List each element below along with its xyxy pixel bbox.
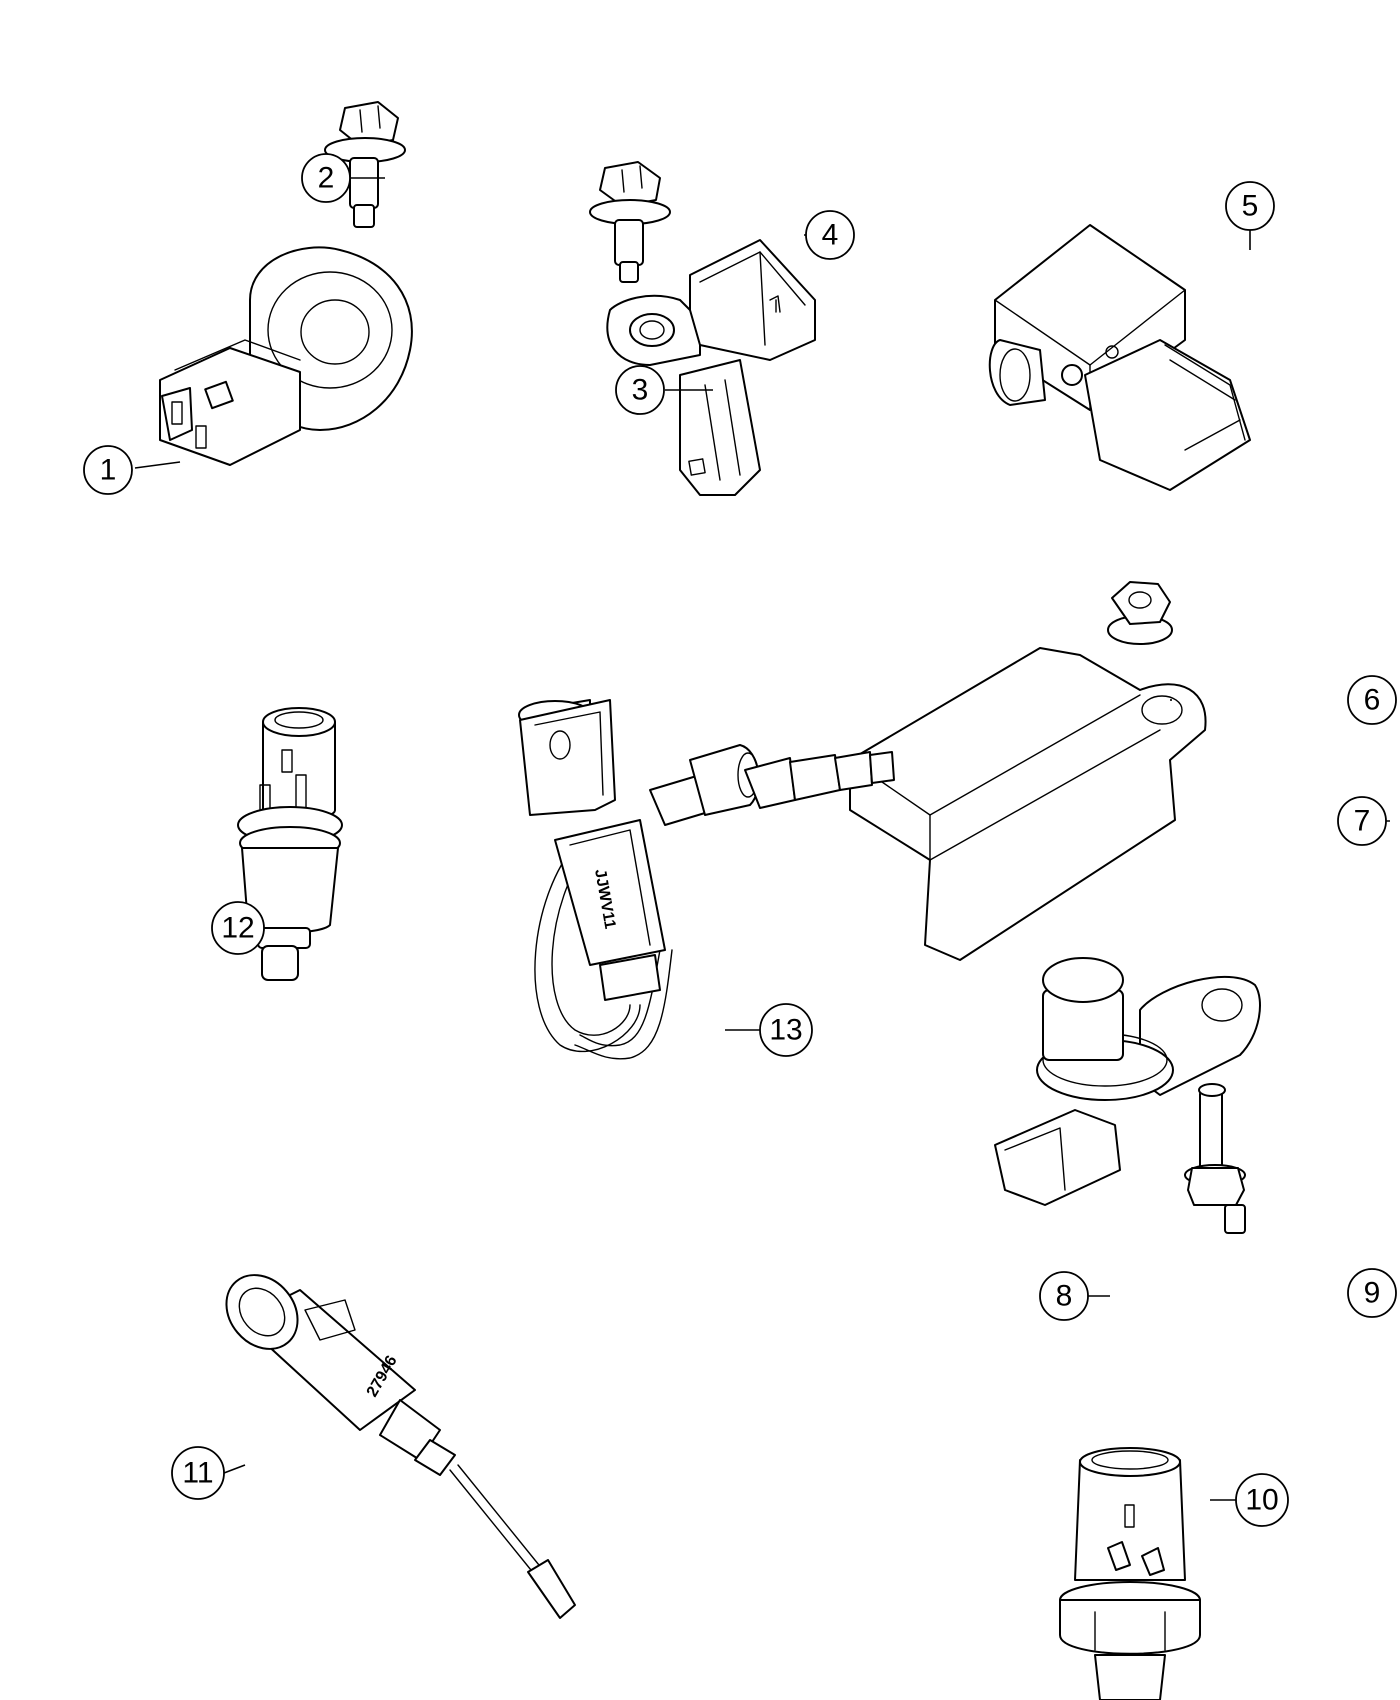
callout-2-label: 2 <box>318 162 335 195</box>
callout-5: 5 <box>1225 181 1275 231</box>
callout-3-label: 3 <box>632 374 649 407</box>
callout-11-label: 11 <box>182 1457 213 1490</box>
callout-9-label: 9 <box>1364 1277 1381 1310</box>
callout-3: 3 <box>615 365 665 415</box>
part-8-cam-sensor <box>994 957 1261 1206</box>
part-3-crank-sensor <box>606 239 816 496</box>
callout-4: 4 <box>805 210 855 260</box>
callout-12-label: 12 <box>221 912 254 945</box>
callout-11: 11 <box>171 1446 225 1500</box>
callout-7-label: 7 <box>1354 805 1371 838</box>
callout-9: 9 <box>1347 1268 1397 1318</box>
callout-13: 13 <box>759 1003 813 1057</box>
callout-6: 6 <box>1347 675 1397 725</box>
part-9-bolt <box>1184 1083 1246 1234</box>
callout-8-label: 8 <box>1056 1280 1073 1313</box>
callout-1-label: 1 <box>100 454 117 487</box>
part-10-oil-pressure-switch <box>1059 1447 1201 1700</box>
part-2-bolt <box>324 101 406 228</box>
callout-7: 7 <box>1337 796 1387 846</box>
callout-12: 12 <box>211 901 265 955</box>
part-6-nut <box>1107 581 1173 645</box>
part-13-sensor-harness: JJWV11 <box>518 699 895 1060</box>
callout-13-label: 13 <box>769 1014 802 1047</box>
callout-5-label: 5 <box>1242 190 1259 223</box>
callout-4-label: 4 <box>822 219 839 252</box>
part-12-ect-sensor <box>237 707 343 981</box>
callout-10: 10 <box>1235 1473 1289 1527</box>
callout-2: 2 <box>301 153 351 203</box>
part-7-module <box>849 647 1207 961</box>
part-11-temp-probe: 27946 <box>225 1274 576 1619</box>
part-1-knock-sensor <box>159 246 413 466</box>
part-5-map-sensor <box>988 224 1251 491</box>
callout-6-label: 6 <box>1364 684 1381 717</box>
callout-1: 1 <box>83 445 133 495</box>
callout-8: 8 <box>1039 1271 1089 1321</box>
part-4-bolt <box>589 161 671 283</box>
callout-10-label: 10 <box>1245 1484 1278 1517</box>
